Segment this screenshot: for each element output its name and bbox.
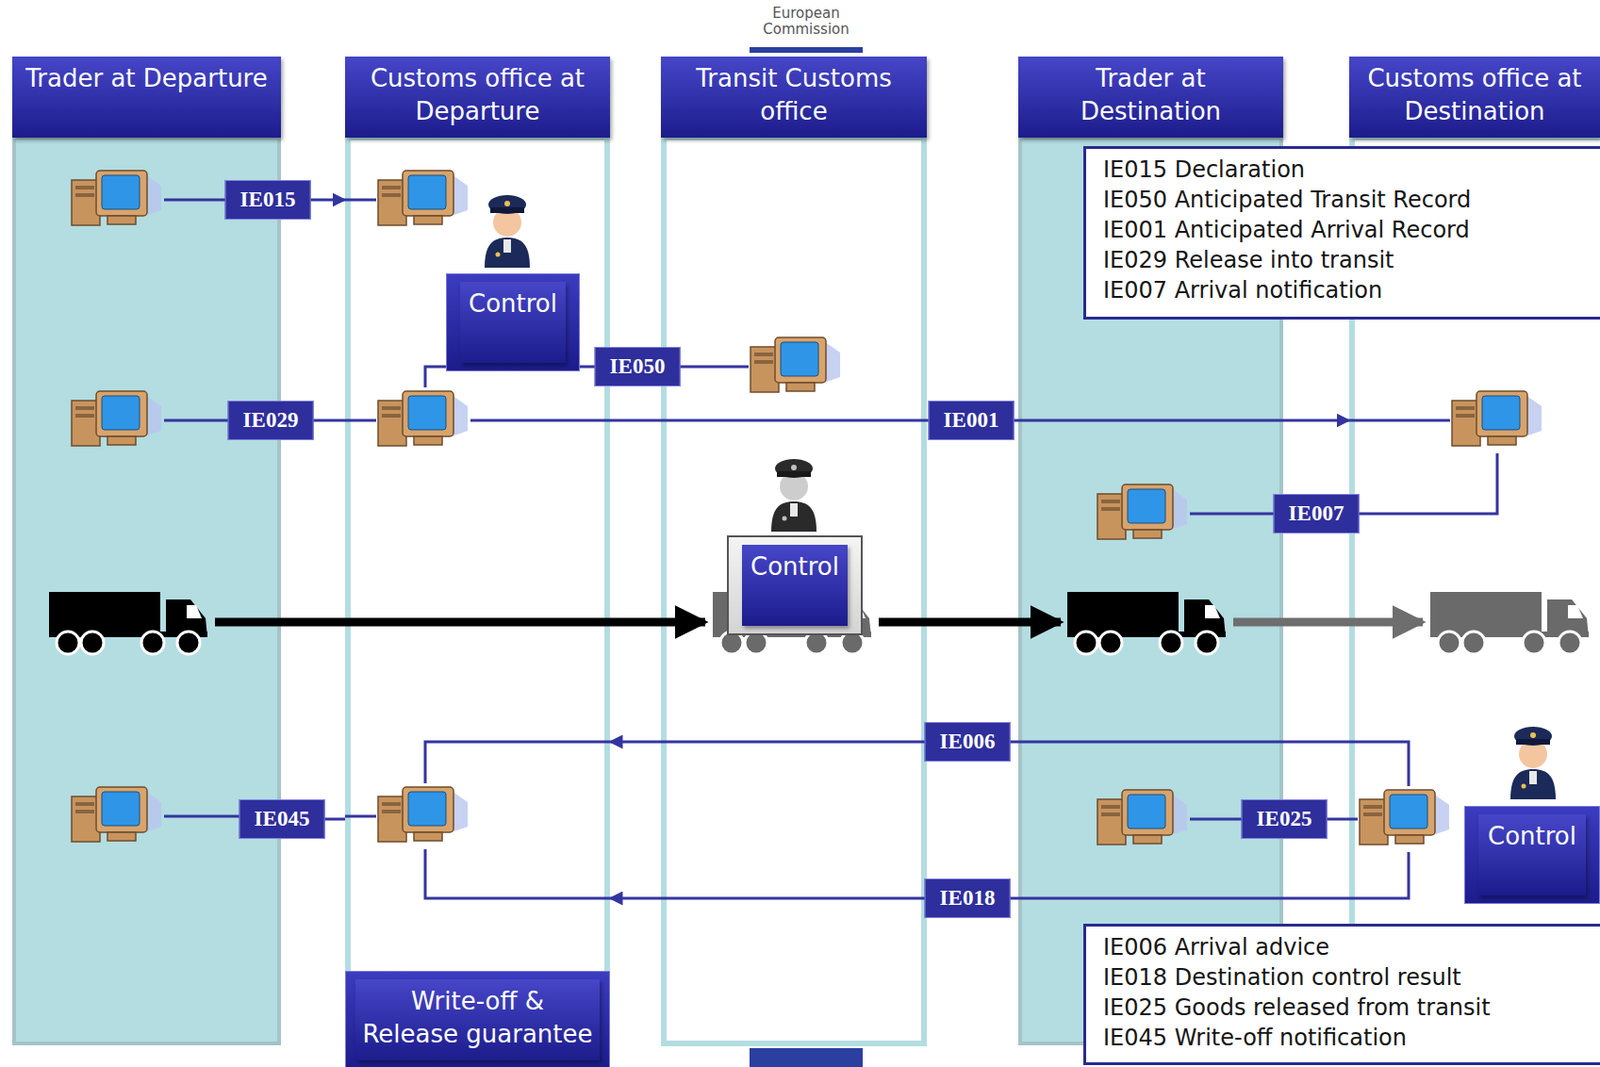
key-entry: IE007 Arrival notification bbox=[1103, 275, 1587, 306]
computer-icon bbox=[1359, 790, 1450, 845]
box-text: Control bbox=[1478, 814, 1586, 896]
column-band: Customs office at DepartureControlWrite-… bbox=[345, 56, 611, 1046]
transport-arrow bbox=[878, 618, 1061, 627]
key-entry: IE001 Anticipated Arrival Record bbox=[1103, 214, 1587, 246]
lead-line bbox=[425, 742, 1409, 787]
truck-icon bbox=[49, 592, 208, 655]
band-ground bbox=[347, 137, 608, 1044]
computer-icon bbox=[71, 787, 162, 842]
column-heading: Trader at Destination bbox=[1018, 56, 1284, 138]
message-label: IE015 bbox=[225, 180, 312, 220]
message-label: IE045 bbox=[239, 799, 326, 840]
band-ground bbox=[14, 137, 280, 1044]
band-ground bbox=[663, 137, 924, 1044]
band-grounds bbox=[14, 137, 1600, 1044]
column-heading: Customs office at Departure bbox=[345, 56, 611, 138]
box-text: Control bbox=[460, 281, 566, 363]
brand-label: European Commission bbox=[749, 5, 863, 38]
column-heading: Transit Customs office bbox=[660, 56, 927, 138]
header-bar bbox=[749, 47, 863, 53]
box-text: Control bbox=[742, 544, 848, 627]
transport-arrow bbox=[1233, 618, 1423, 627]
key-entry: IE015 Declaration bbox=[1103, 154, 1587, 185]
control-box: Control bbox=[726, 535, 863, 636]
officer-icon bbox=[1510, 726, 1556, 800]
key-entry: IE045 Write-off notification bbox=[1103, 1022, 1587, 1054]
officer-icon bbox=[771, 459, 817, 532]
key-entry: IE006 Arrival advice bbox=[1103, 932, 1587, 963]
key-entry: IE018 Destination control result bbox=[1103, 962, 1587, 993]
truck-icon bbox=[1430, 592, 1589, 655]
message-label: IE029 bbox=[228, 400, 314, 441]
column-heading: Trader at Departure bbox=[12, 56, 281, 138]
box-text: Write-off & Release guarantee bbox=[355, 979, 600, 1061]
column-heading: Customs office at Destination bbox=[1349, 56, 1600, 138]
message-label: IE050 bbox=[594, 346, 681, 387]
control-box: Control bbox=[445, 273, 580, 372]
action-box: Write-off & Release guarantee bbox=[345, 971, 611, 1067]
transport-arrow bbox=[214, 618, 706, 627]
computer-icon bbox=[1097, 790, 1188, 845]
message-label: IE018 bbox=[924, 878, 1011, 919]
key-box: IE015 DeclarationIE050 Anticipated Trans… bbox=[1083, 146, 1600, 320]
message-label: IE007 bbox=[1273, 494, 1360, 534]
key-entry: IE050 Anticipated Transit Record bbox=[1103, 184, 1587, 215]
computer-icon bbox=[378, 391, 468, 446]
computer-icon bbox=[71, 170, 162, 226]
message-label: IE006 bbox=[924, 722, 1011, 762]
control-box: Control bbox=[1464, 806, 1600, 905]
computer-icon bbox=[1097, 484, 1188, 540]
message-label: IE001 bbox=[928, 400, 1015, 441]
footer-bar bbox=[749, 1048, 863, 1067]
key-entry: IE025 Goods released from transit bbox=[1103, 992, 1587, 1023]
lead-line bbox=[425, 849, 1409, 899]
computer-icon bbox=[378, 170, 468, 226]
key-entry: IE029 Release into transit bbox=[1103, 245, 1587, 276]
officer-icon bbox=[484, 195, 530, 268]
computer-icon bbox=[750, 337, 841, 393]
computer-icon bbox=[378, 787, 468, 842]
computer-icon bbox=[1451, 391, 1542, 446]
computer-icon bbox=[71, 391, 162, 446]
key-box: IE006 Arrival adviceIE018 Destination co… bbox=[1083, 923, 1600, 1066]
column-band: Transit Customs officeControl bbox=[660, 56, 927, 1046]
message-label: IE025 bbox=[1241, 799, 1328, 840]
truck-icon bbox=[1067, 592, 1226, 655]
